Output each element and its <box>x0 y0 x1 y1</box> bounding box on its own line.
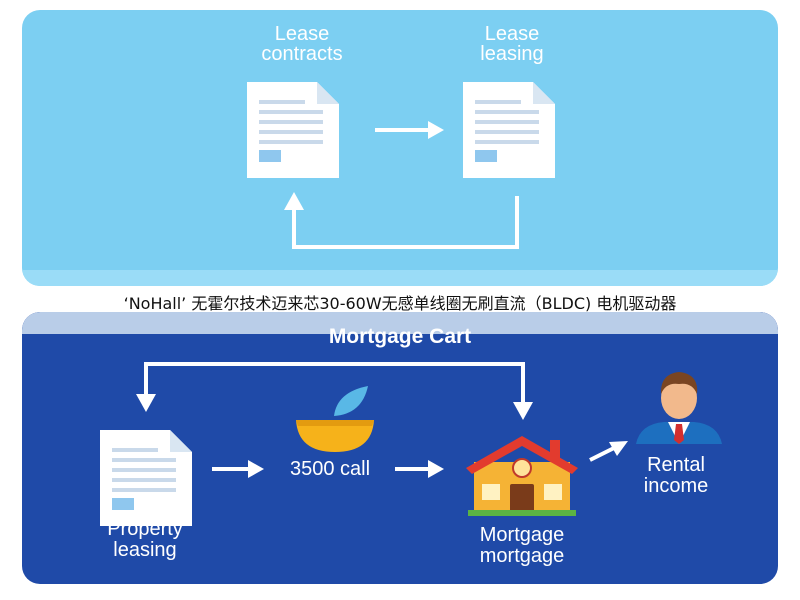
house-label: Mortgage <box>480 524 565 546</box>
caption-text: ‘NoHall’ 无霍尔技术迈来芯30-60W无感单线圈无刷直流（BLDC) 电… <box>123 294 677 313</box>
plant-bowl-icon <box>296 386 374 452</box>
document-icon <box>247 82 339 178</box>
loop-arrow-icon <box>136 362 533 420</box>
arrow-up-right-icon <box>589 441 628 462</box>
panel-title: Mortgage Cart <box>329 325 471 348</box>
document-icon <box>463 82 555 178</box>
call-label: 3500 call <box>290 458 370 480</box>
lease-panel <box>22 10 778 286</box>
arrow-right-icon <box>395 460 444 478</box>
doc-label: leasing <box>480 43 543 65</box>
panel-strip <box>22 312 778 334</box>
doc-label: Lease <box>275 23 330 45</box>
property-label: leasing <box>113 539 176 561</box>
doc-label: Lease <box>485 23 540 45</box>
doc-label: contracts <box>261 43 342 65</box>
rental-label: income <box>644 475 708 497</box>
arrow-right-icon <box>212 460 264 478</box>
house-label: mortgage <box>480 545 565 567</box>
arrow-right-icon <box>375 121 444 139</box>
document-icon <box>100 430 192 526</box>
house-icon <box>466 436 578 516</box>
loop-arrow-icon <box>284 192 519 249</box>
panel-strip <box>22 270 778 286</box>
property-label: Property <box>107 518 183 540</box>
businessman-icon <box>636 372 722 444</box>
rental-label: Rental <box>647 454 705 476</box>
